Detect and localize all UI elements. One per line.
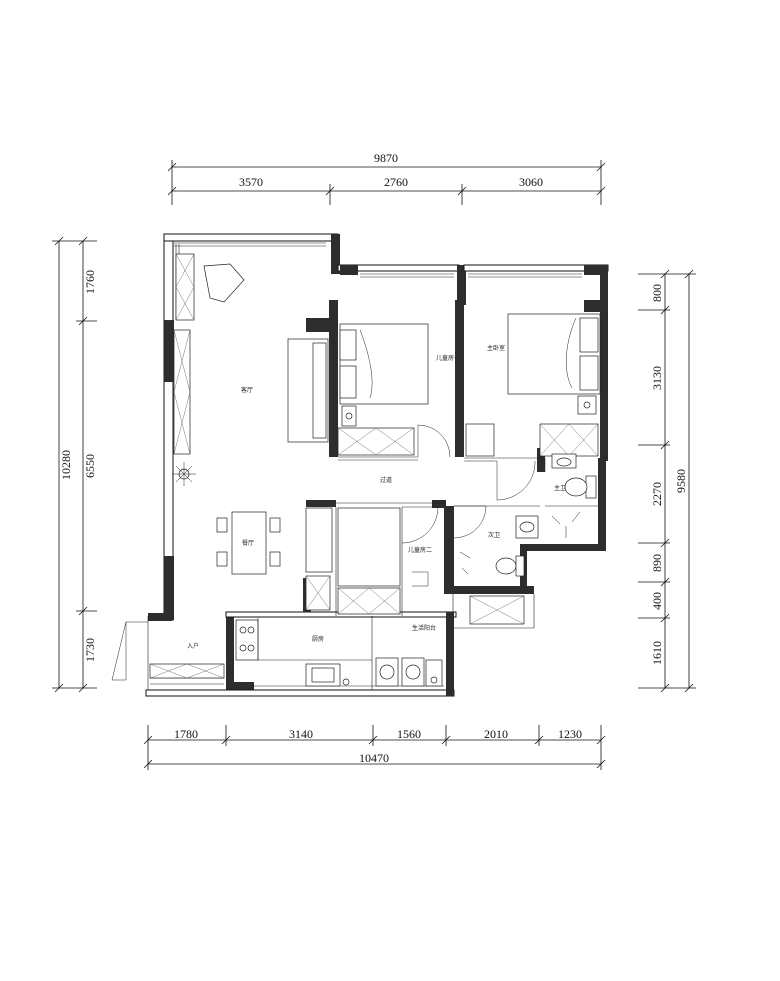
left-dim-3: 1730 (83, 638, 97, 662)
right-dim-5: 400 (650, 592, 664, 610)
right-dim-2: 3130 (650, 366, 664, 390)
room-label-kids-room-1: 儿童房一 (436, 354, 460, 362)
room-label-living: 客厅 (241, 386, 253, 394)
bottom-dim-5: 1230 (558, 727, 582, 741)
room-label-kids-room-2: 儿童房二 (408, 546, 432, 554)
room-label-dining: 餐厅 (242, 539, 254, 547)
guest-bath-fixtures (459, 515, 539, 625)
room-label-laundry-balcony: 生活阳台 (412, 624, 436, 632)
bed-icon (337, 507, 401, 587)
top-dim-2: 2760 (384, 175, 408, 189)
plant-icon (172, 462, 196, 486)
left-dimension-chain: 10280 1760 6550 1730 (52, 236, 97, 693)
room-label-master-bedroom: 主卧室 (487, 344, 505, 352)
top-dimension-chain: 9870 3570 2760 3060 (167, 151, 606, 205)
kids-room-1-furniture (337, 323, 429, 456)
stove-icon (235, 619, 259, 661)
bottom-dim-4: 2010 (484, 727, 508, 741)
bottom-dim-1: 1780 (174, 727, 198, 741)
top-dim-3: 3060 (519, 175, 543, 189)
master-bath-fixtures (551, 453, 597, 538)
room-labels: 客厅 餐厅 过道 儿童房一 儿童房二 主卧室 主卫 次卫 厨房 生活阳台 入户 (187, 344, 566, 650)
right-dim-4: 890 (650, 554, 664, 572)
room-label-corridor: 过道 (380, 476, 392, 484)
room-label-master-bath: 主卫 (554, 484, 566, 492)
left-total-dim: 10280 (59, 450, 73, 480)
right-dimension-chain: 800 3130 2270 890 400 1610 9580 (638, 269, 696, 693)
left-dim-2: 6550 (83, 454, 97, 478)
partitions (147, 456, 598, 690)
dining-table-icon (216, 511, 281, 575)
right-dim-1: 800 (650, 284, 664, 302)
toilet-icon (585, 475, 597, 499)
bottom-dim-3: 1560 (397, 727, 421, 741)
right-dim-6: 1610 (650, 641, 664, 665)
armchair-icon (203, 263, 245, 303)
bottom-dim-2: 3140 (289, 727, 313, 741)
entrance-fixtures (149, 663, 225, 679)
room-label-guest-bath: 次卫 (488, 531, 500, 539)
left-dim-1: 1760 (83, 270, 97, 294)
walls (145, 233, 609, 697)
toilet-icon (495, 557, 517, 575)
bottom-dimension-chain: 1780 3140 1560 2010 1230 10470 (143, 725, 606, 770)
laundry-fixtures (375, 657, 443, 687)
top-total-dim: 9870 (374, 151, 398, 165)
shoe-cabinet-icon (149, 663, 225, 679)
right-dim-3: 2270 (650, 482, 664, 506)
kids-room-2-furniture (337, 507, 429, 615)
bottom-total-dim: 10470 (359, 751, 389, 765)
kitchen-fixtures (235, 618, 372, 687)
room-label-entrance: 入户 (187, 642, 199, 650)
room-label-kitchen: 厨房 (312, 635, 324, 643)
right-total-dim: 9580 (674, 469, 688, 493)
living-room-furniture (172, 253, 333, 611)
master-bedroom-furniture (465, 313, 601, 457)
top-dim-1: 3570 (239, 175, 263, 189)
doors (111, 424, 546, 681)
